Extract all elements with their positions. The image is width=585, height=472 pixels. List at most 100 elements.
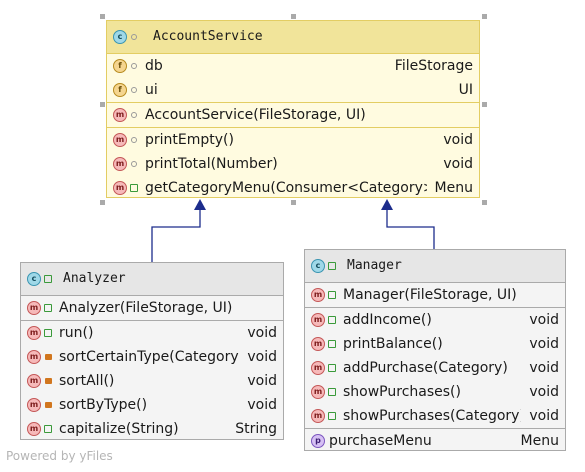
selection-handle[interactable]	[100, 200, 105, 205]
method-type: Menu	[434, 180, 473, 196]
method-icon: m	[113, 181, 127, 195]
method-row[interactable]: m sortAll() void	[21, 369, 283, 393]
method-row[interactable]: m run() void	[21, 320, 283, 345]
constructor-name: Manager(FileStorage, UI)	[343, 287, 517, 303]
class-accountservice[interactable]: c AccountService f db FileStorage f ui U…	[106, 20, 480, 198]
method-type: void	[529, 408, 559, 424]
package-visibility-icon	[129, 134, 139, 146]
method-type: void	[529, 336, 559, 352]
public-visibility-icon	[327, 410, 337, 422]
method-type: void	[443, 156, 473, 172]
method-type: void	[529, 312, 559, 328]
property-row[interactable]: p purchaseMenu Menu	[305, 428, 565, 453]
class-manager[interactable]: c Manager m Manager(FileStorage, UI) m a…	[304, 249, 566, 451]
property-type: Menu	[520, 433, 559, 449]
method-icon: m	[311, 313, 325, 327]
method-icon: m	[27, 350, 41, 364]
method-row[interactable]: m showPurchases(Category) void	[305, 404, 565, 428]
field-type: UI	[458, 82, 473, 98]
method-row[interactable]: m addIncome() void	[305, 307, 565, 332]
field-name: db	[145, 58, 163, 74]
public-visibility-icon	[327, 362, 337, 374]
method-icon: m	[113, 108, 127, 122]
field-type: FileStorage	[394, 58, 473, 74]
method-row[interactable]: m addPurchase(Category) void	[305, 356, 565, 380]
method-row[interactable]: m printBalance() void	[305, 332, 565, 356]
method-row[interactable]: m printEmpty() void	[107, 127, 479, 152]
method-name: printTotal(Number)	[145, 156, 278, 172]
field-row[interactable]: f db FileStorage	[107, 54, 479, 78]
method-icon: m	[311, 385, 325, 399]
method-icon: m	[311, 288, 325, 302]
public-visibility-icon	[327, 386, 337, 398]
lock-icon	[43, 351, 53, 363]
method-row[interactable]: m showPurchases() void	[305, 380, 565, 404]
class-header[interactable]: c Analyzer	[21, 263, 283, 296]
field-icon: f	[113, 59, 127, 73]
method-name: addPurchase(Category)	[343, 360, 508, 376]
method-name: capitalize(String)	[59, 421, 179, 437]
selection-handle[interactable]	[100, 14, 105, 19]
selection-handle[interactable]	[482, 200, 487, 205]
method-name: sortByType()	[59, 397, 148, 413]
class-header[interactable]: c AccountService	[107, 21, 479, 54]
property-icon: p	[311, 434, 325, 448]
footer-text: Powered by yFiles	[6, 449, 113, 463]
method-name: sortCertainType(Category)	[59, 349, 240, 365]
method-row[interactable]: m printTotal(Number) void	[107, 152, 479, 176]
method-name: printEmpty()	[145, 132, 234, 148]
method-name: addIncome()	[343, 312, 432, 328]
package-visibility-icon	[129, 31, 139, 43]
class-header[interactable]: c Manager	[305, 250, 565, 283]
package-visibility-icon	[129, 60, 139, 72]
method-name: sortAll()	[59, 373, 115, 389]
method-icon: m	[113, 133, 127, 147]
class-analyzer[interactable]: c Analyzer m Analyzer(FileStorage, UI) m…	[20, 262, 284, 440]
property-name: purchaseMenu	[329, 433, 432, 449]
method-row[interactable]: m capitalize(String) String	[21, 417, 283, 441]
method-icon: m	[27, 398, 41, 412]
selection-handle[interactable]	[291, 200, 296, 205]
lock-icon	[43, 399, 53, 411]
public-visibility-icon	[43, 327, 53, 339]
class-icon: c	[27, 272, 41, 286]
selection-handle[interactable]	[291, 14, 296, 19]
public-visibility-icon	[327, 314, 337, 326]
method-icon: m	[27, 301, 41, 315]
edge-analyzer-to-accountservice	[151, 207, 201, 262]
class-name: Manager	[347, 258, 402, 273]
method-type: void	[529, 360, 559, 376]
public-visibility-icon	[43, 423, 53, 435]
public-visibility-icon	[129, 182, 139, 194]
method-row[interactable]: m sortCertainType(Category) void	[21, 345, 283, 369]
method-row[interactable]: m getCategoryMenu(Consumer<Category>) Me…	[107, 176, 479, 200]
class-name: Analyzer	[63, 271, 126, 286]
lock-icon	[43, 375, 53, 387]
method-icon: m	[27, 422, 41, 436]
field-icon: f	[113, 83, 127, 97]
selection-handle[interactable]	[482, 14, 487, 19]
method-name: showPurchases(Category)	[343, 408, 522, 424]
selection-handle[interactable]	[482, 102, 487, 107]
method-type: void	[247, 349, 277, 365]
arrowhead-analyzer	[194, 199, 206, 210]
constructor-row[interactable]: m Manager(FileStorage, UI)	[305, 283, 565, 307]
constructor-row[interactable]: m Analyzer(FileStorage, UI)	[21, 296, 283, 320]
selection-handle[interactable]	[100, 102, 105, 107]
method-type: void	[247, 397, 277, 413]
field-row[interactable]: f ui UI	[107, 78, 479, 102]
method-icon: m	[311, 337, 325, 351]
method-icon: m	[27, 326, 41, 340]
method-type: void	[247, 325, 277, 341]
class-icon: c	[311, 259, 325, 273]
constructor-name: AccountService(FileStorage, UI)	[145, 107, 366, 123]
method-name: run()	[59, 325, 94, 341]
method-icon: m	[311, 361, 325, 375]
method-icon: m	[311, 409, 325, 423]
edge-manager-to-accountservice	[386, 207, 435, 249]
constructor-row[interactable]: m AccountService(FileStorage, UI)	[107, 102, 479, 127]
class-name: AccountService	[153, 29, 263, 44]
method-type: void	[247, 373, 277, 389]
method-row[interactable]: m sortByType() void	[21, 393, 283, 417]
